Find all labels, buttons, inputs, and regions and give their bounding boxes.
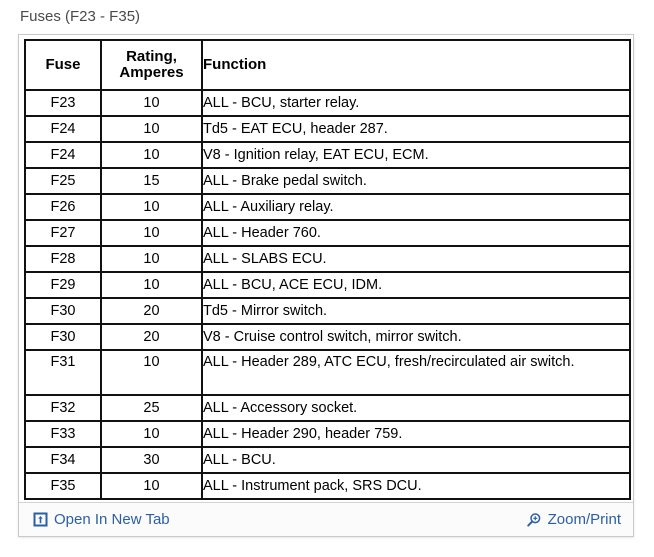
cell-function: ALL - BCU, ACE ECU, IDM. [201,271,631,299]
cell-rating: 10 [100,245,203,273]
cell-fuse: F23 [24,89,102,117]
column-header-rating-line1: Rating, [126,47,177,65]
cell-rating: 10 [100,472,203,500]
viewer-footer-toolbar: Open In New Tab Zoom/Print [19,502,633,536]
cell-fuse: F32 [24,394,102,422]
cell-rating: 10 [100,115,203,143]
cell-rating: 10 [100,89,203,117]
cell-rating: 10 [100,349,203,396]
column-header-function: Function [201,39,631,91]
table-header: Fuse Rating, Amperes Function [24,39,631,91]
external-link-icon [33,512,48,527]
cell-fuse: F35 [24,472,102,500]
cell-rating: 20 [100,297,203,325]
cell-function: V8 - Ignition relay, EAT ECU, ECM. [201,141,631,169]
cell-rating: 25 [100,394,203,422]
cell-fuse: F33 [24,420,102,448]
page-title: Fuses (F23 - F35) [20,8,141,25]
cell-rating: 10 [100,219,203,247]
cell-rating: 15 [100,167,203,195]
cell-function: ALL - Brake pedal switch. [201,167,631,195]
cell-function: ALL - BCU, starter relay. [201,89,631,117]
cell-fuse: F30 [24,297,102,325]
magnifier-plus-icon [526,512,542,528]
cell-rating: 10 [100,271,203,299]
column-header-fuse: Fuse [24,39,102,91]
cell-function: ALL - Instrument pack, SRS DCU. [201,472,631,500]
cell-rating: 30 [100,446,203,474]
cell-rating: 10 [100,193,203,221]
cell-function: ALL - Auxiliary relay. [201,193,631,221]
cell-function: ALL - Header 290, header 759. [201,420,631,448]
cell-function: Td5 - Mirror switch. [201,297,631,325]
cell-fuse: F24 [24,115,102,143]
table-header-row: Fuse Rating, Amperes Function [24,39,631,91]
open-in-new-tab-label: Open In New Tab [54,511,170,528]
cell-rating: 20 [100,323,203,351]
column-header-rating: Rating, Amperes [100,39,203,91]
cell-function: ALL - SLABS ECU. [201,245,631,273]
cell-fuse: F29 [24,271,102,299]
cell-rating: 10 [100,141,203,169]
cell-function: ALL - Accessory socket. [201,394,631,422]
cell-function: ALL - Header 289, ATC ECU, fresh/recircu… [201,349,631,396]
cell-fuse: F31 [24,349,102,396]
open-in-new-tab-button[interactable]: Open In New Tab [33,512,170,527]
cell-fuse: F24 [24,141,102,169]
cell-function: ALL - Header 760. [201,219,631,247]
cell-fuse: F28 [24,245,102,273]
cell-function: Td5 - EAT ECU, header 287. [201,115,631,143]
column-header-rating-line2: Amperes [119,64,184,81]
zoom-print-button[interactable]: Zoom/Print [526,512,621,528]
cell-fuse: F30 [24,323,102,351]
cell-function: V8 - Cruise control switch, mirror switc… [201,323,631,351]
cell-rating: 10 [100,420,203,448]
cell-fuse: F26 [24,193,102,221]
cell-fuse: F25 [24,167,102,195]
cell-function: ALL - BCU. [201,446,631,474]
cell-fuse: F34 [24,446,102,474]
zoom-print-label: Zoom/Print [547,511,621,528]
cell-fuse: F27 [24,219,102,247]
